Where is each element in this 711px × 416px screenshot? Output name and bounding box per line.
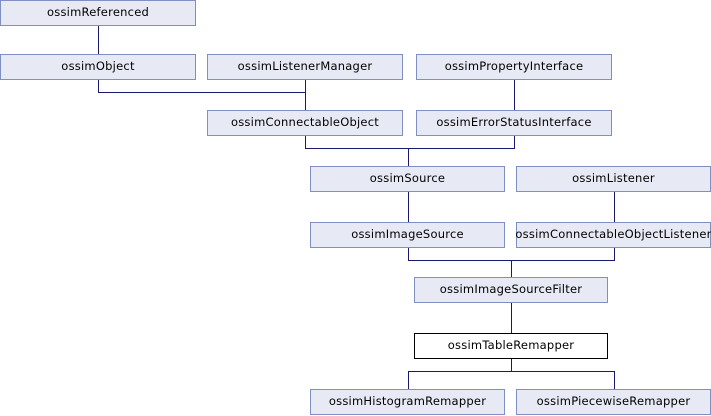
edge-ossimTableRemapper-to-ossimImageSourceFilter [511,303,512,333]
edge-ossimImageSourceFilter-to-ossimImageSource [408,260,512,261]
class-node-label: ossimConnectableObject [230,115,380,130]
edge-ossimPiecewiseRemapper-to-ossimTableRemapper [511,371,615,372]
class-node-label: ossimPiecewiseRemapper [536,394,691,409]
class-node-label: ossimListenerManager [237,59,373,74]
class-node-label: ossimReferenced [46,5,150,20]
class-node-ossimPiecewiseRemapper[interactable]: ossimPiecewiseRemapper [516,389,711,415]
edge-ossimConnectableObjectListener-to-ossimListener [614,192,615,222]
edge-ossimImageSourceFilter-to-ossimConnectableObjectListener [614,248,615,260]
class-node-label: ossimSource [369,171,446,186]
class-node-label: ossimListener [572,171,655,186]
edge-ossimSource-to-ossimErrorStatusInterface [408,148,409,166]
edge-ossimImageSourceFilter-to-ossimConnectableObjectListener [511,260,615,261]
class-node-label: ossimPropertyInterface [444,59,584,74]
edge-ossimImageSource-to-ossimSource [408,192,409,222]
class-node-label: ossimImageSource [351,227,464,242]
class-node-label: ossimHistogramRemapper [328,394,487,409]
class-node-ossimImageSourceFilter[interactable]: ossimImageSourceFilter [414,277,608,303]
edge-ossimErrorStatusInterface-to-ossimPropertyInterface [514,80,515,110]
edge-ossimPiecewiseRemapper-to-ossimTableRemapper [614,371,615,389]
class-node-ossimTableRemapper[interactable]: ossimTableRemapper [414,333,608,359]
edge-ossimSource-to-ossimConnectableObject [305,148,409,149]
edge-ossimConnectableObject-to-ossimObject [98,80,99,92]
class-node-ossimConnectableObjectListener[interactable]: ossimConnectableObjectListener [515,222,711,248]
class-node-ossimListenerManager[interactable]: ossimListenerManager [207,54,403,80]
class-node-ossimPropertyInterface[interactable]: ossimPropertyInterface [416,54,612,80]
class-node-label: ossimConnectableObjectListener [515,227,711,242]
class-node-ossimReferenced[interactable]: ossimReferenced [0,0,196,26]
class-node-label: ossimImageSourceFilter [439,282,583,297]
class-node-ossimListener[interactable]: ossimListener [516,166,711,192]
class-node-label: ossimTableRemapper [447,338,575,353]
edge-ossimObject-to-ossimReferenced [98,26,99,54]
edge-ossimHistogramRemapper-to-ossimTableRemapper [408,371,409,389]
edge-ossimConnectableObject-to-ossimListenerManager [305,80,306,110]
class-node-ossimObject[interactable]: ossimObject [0,54,196,80]
edge-ossimSource-to-ossimErrorStatusInterface [514,136,515,148]
edge-ossimSource-to-ossimErrorStatusInterface [408,148,515,149]
class-node-ossimErrorStatusInterface[interactable]: ossimErrorStatusInterface [416,110,612,136]
class-node-ossimConnectableObject[interactable]: ossimConnectableObject [207,110,403,136]
edge-ossimImageSourceFilter-to-ossimConnectableObjectListener [511,260,512,277]
class-node-ossimSource[interactable]: ossimSource [310,166,505,192]
edge-ossimImageSourceFilter-to-ossimImageSource [408,248,409,260]
class-node-ossimHistogramRemapper[interactable]: ossimHistogramRemapper [310,389,505,415]
class-node-label: ossimErrorStatusInterface [436,115,592,130]
edge-ossimHistogramRemapper-to-ossimTableRemapper [408,371,512,372]
edge-ossimPiecewiseRemapper-to-ossimTableRemapper [511,359,512,371]
edge-ossimConnectableObject-to-ossimObject [98,92,306,93]
class-node-ossimImageSource[interactable]: ossimImageSource [310,222,505,248]
class-node-label: ossimObject [61,59,135,74]
edge-ossimSource-to-ossimConnectableObject [305,136,306,148]
